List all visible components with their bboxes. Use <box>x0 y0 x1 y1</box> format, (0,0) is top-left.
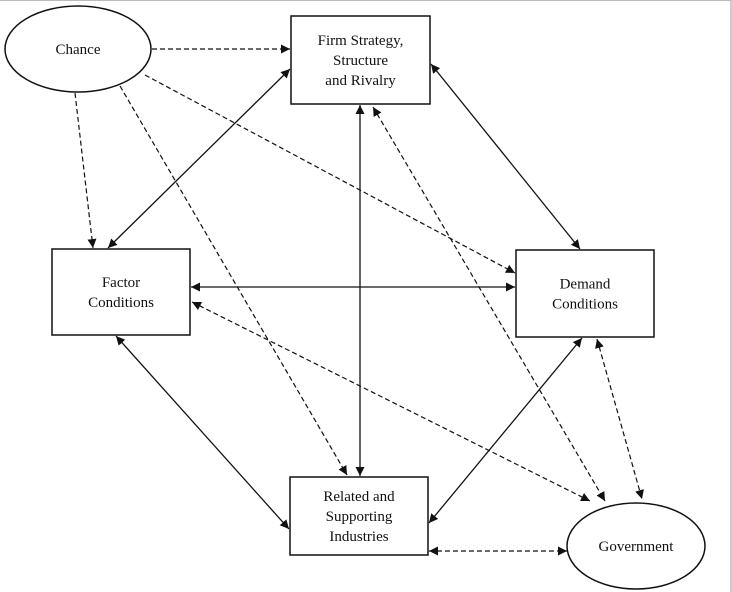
arrow-firm-to-factor <box>107 68 291 249</box>
node-government: Government <box>566 502 706 590</box>
factor-label: Conditions <box>88 295 154 311</box>
arrow-firm-to-demand <box>430 63 581 250</box>
firm-box <box>290 15 431 105</box>
related-box <box>289 476 429 556</box>
firm-label: Firm Strategy, <box>318 33 404 49</box>
chance-ellipse <box>4 5 152 93</box>
arrow-demand-to-government <box>595 338 644 500</box>
factor-label: Factor <box>102 275 140 291</box>
demand-box <box>515 249 655 338</box>
node-firm: Firm Strategy, Structure and Rivalry <box>290 15 431 105</box>
factor-box <box>51 248 191 336</box>
firm-label: and Rivalry <box>325 73 396 89</box>
chance-label: Chance <box>56 42 101 58</box>
related-label: Industries <box>329 529 388 545</box>
arrow-demand-to-related <box>428 337 583 524</box>
government-label: Government <box>599 539 675 555</box>
arrow-chance-to-demand <box>144 74 516 274</box>
node-chance: Chance <box>4 5 152 93</box>
arrow-factor-to-related <box>115 335 290 530</box>
arrow-chance-to-factor <box>74 92 97 249</box>
related-label: Related and <box>323 489 395 505</box>
firm-label: Structure <box>333 53 388 69</box>
government-ellipse <box>566 502 706 590</box>
demand-label: Conditions <box>552 297 618 313</box>
demand-label: Demand <box>560 277 611 293</box>
related-label: Supporting <box>326 509 393 525</box>
